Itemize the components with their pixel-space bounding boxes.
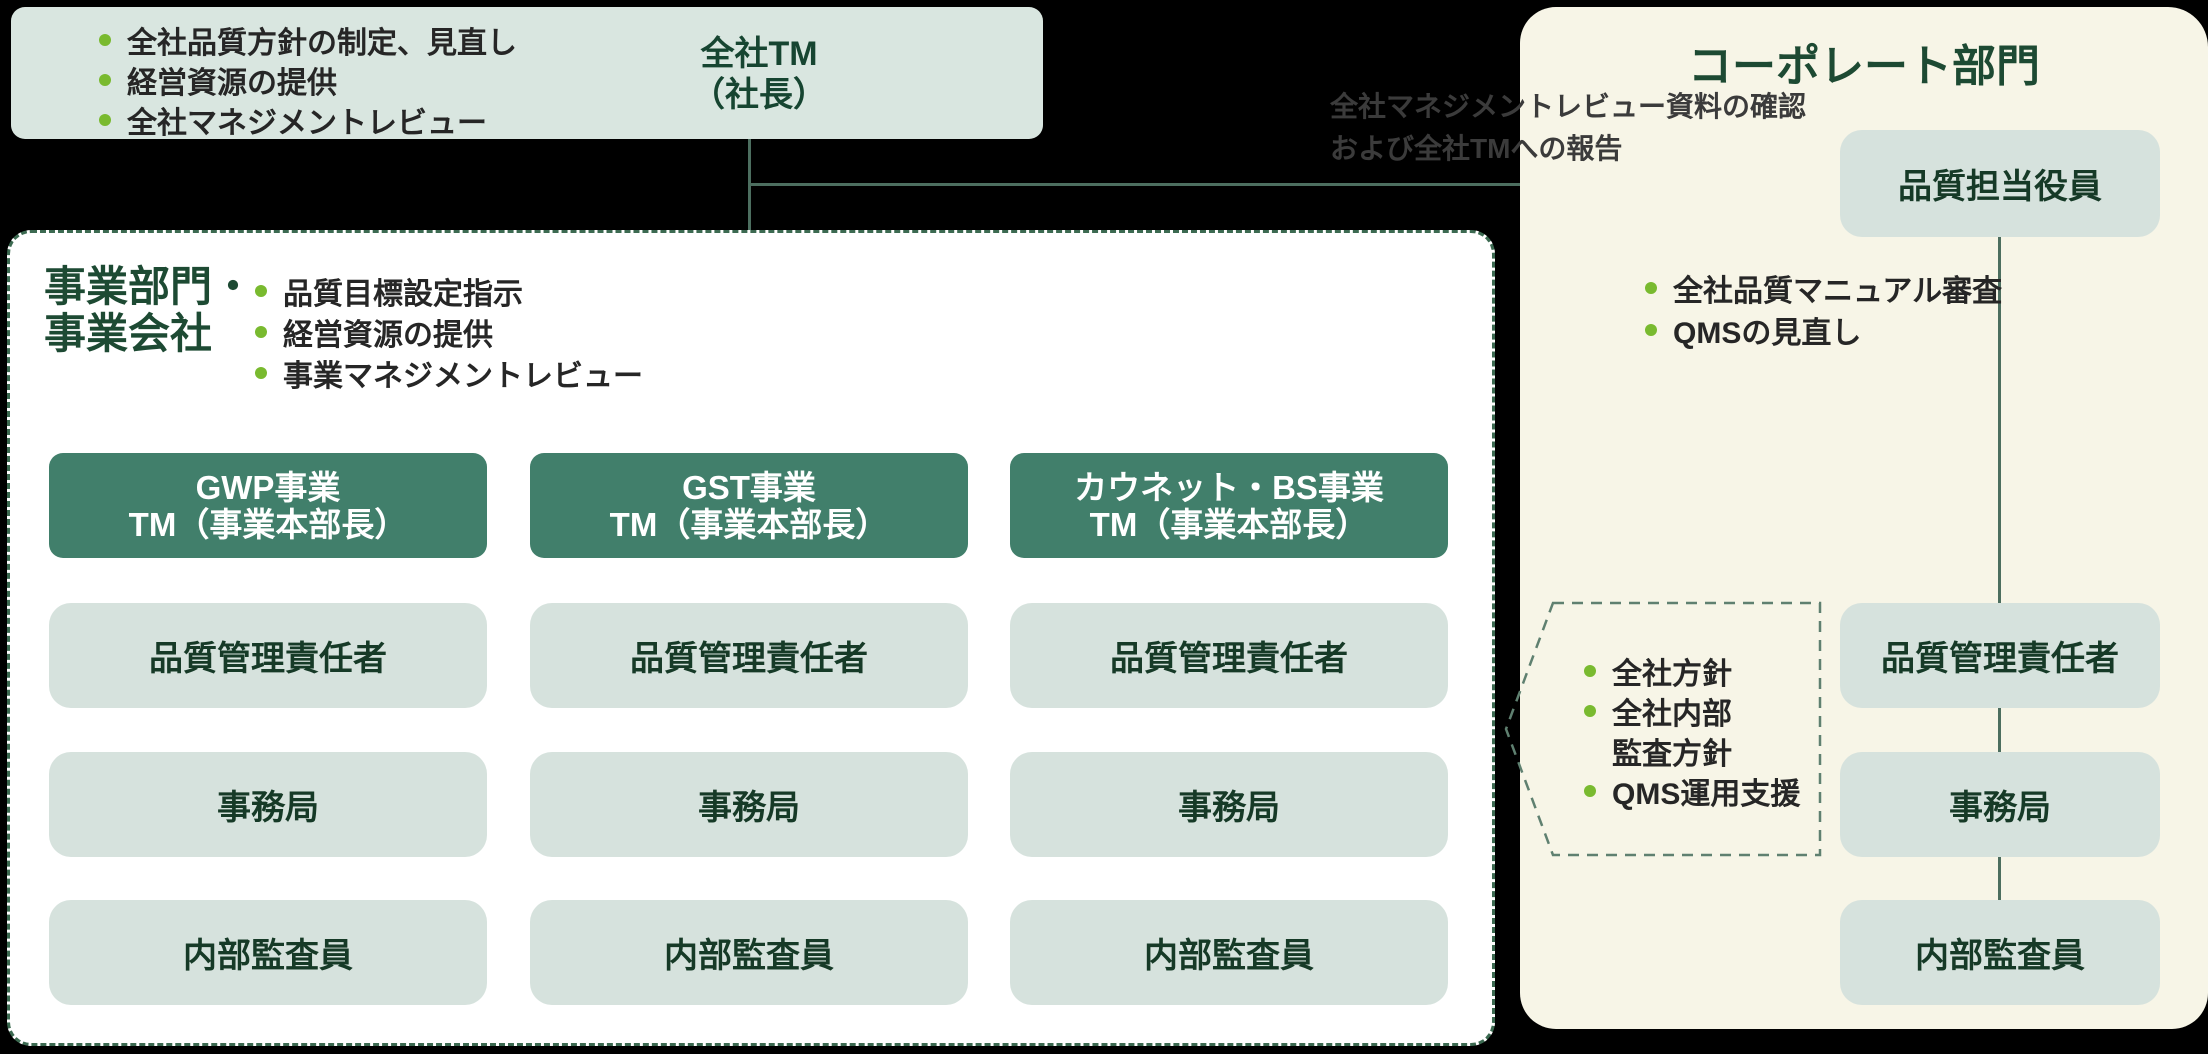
quality-officer-box: 品質担当役員 [1840, 130, 2160, 237]
bullet-icon [1584, 705, 1596, 717]
company-tm-box: 全社品質方針の制定、見直し 経営資源の提供 全社マネジメントレビュー 全社TM … [11, 7, 1043, 140]
role-box: 内部監査員 [1010, 900, 1448, 1005]
bullet-icon [99, 34, 111, 46]
connector-stub [1998, 708, 2001, 752]
business-title-line1: 事業部門・ [44, 263, 255, 310]
bullet-icon [1584, 785, 1596, 797]
role-label: 品質管理責任者 [149, 640, 387, 678]
tm-box-line2: TM（事業本部長） [609, 505, 889, 543]
bullet-icon [99, 74, 111, 86]
bullet-text: QMS運用支援 [1612, 778, 1801, 811]
connector-to-corporate [750, 183, 1840, 186]
report-note-line1: 全社マネジメントレビュー資料の確認 [1330, 91, 1807, 122]
tm-box-line1: GST事業 [682, 468, 816, 506]
business-bullet-list: 品質目標設定指示 経営資源の提供 事業マネジメントレビュー [255, 270, 643, 393]
tm-box-gwp: GWP事業 TM（事業本部長） [49, 453, 487, 558]
list-item: 全社品質マニュアル審査 [1645, 267, 2002, 309]
list-item: 経営資源の提供 [99, 60, 517, 100]
role-label: 事務局 [698, 789, 800, 827]
role-box: 品質管理責任者 [530, 603, 968, 708]
business-column-gwp: GWP事業 TM（事業本部長） 品質管理責任者 事務局 内部監査員 [49, 453, 487, 1005]
corporate-role-box: 事務局 [1840, 752, 2160, 857]
bullet-text: 経営資源の提供 [283, 318, 493, 352]
list-item: 監査方針 [1584, 731, 1800, 771]
bullet-text: 経営資源の提供 [127, 67, 337, 100]
bullet-text: 監査方針 [1612, 738, 1732, 771]
list-item: 全社方針 [1584, 651, 1800, 691]
role-label: 事務局 [1178, 789, 1280, 827]
bullet-text: 全社品質マニュアル審査 [1673, 275, 2003, 308]
list-item: QMS運用支援 [1584, 771, 1800, 811]
company-tm-bullet-list: 全社品質方針の制定、見直し 経営資源の提供 全社マネジメントレビュー [99, 20, 517, 140]
tm-box-gst: GST事業 TM（事業本部長） [530, 453, 968, 558]
company-tm-title-line2: （社長） [691, 76, 827, 114]
role-label: 事務局 [1949, 789, 2051, 827]
bullet-icon [255, 366, 267, 379]
quality-officer-label: 品質担当役員 [1898, 168, 2102, 206]
company-tm-title-line1: 全社TM [700, 35, 818, 73]
business-column-kaunet-bs: カウネット・BS事業 TM（事業本部長） 品質管理責任者 事務局 内部監査員 [1010, 453, 1448, 1005]
report-note-line2: および全社TMへの報告 [1330, 133, 1623, 164]
role-box: 品質管理責任者 [1010, 603, 1448, 708]
list-item: 品質目標設定指示 [255, 270, 643, 311]
role-box: 事務局 [49, 752, 487, 857]
bullet-text: 全社内部 [1612, 698, 1732, 731]
bullet-icon [1584, 665, 1596, 677]
list-item: 全社品質方針の制定、見直し [99, 20, 517, 60]
role-label: 内部監査員 [664, 937, 834, 975]
role-label: 品質管理責任者 [630, 640, 868, 678]
role-box: 事務局 [530, 752, 968, 857]
role-label: 内部監査員 [183, 937, 353, 975]
bullet-icon [255, 284, 267, 297]
role-label: 品質管理責任者 [1881, 640, 2119, 678]
bullet-text: QMSの見直し [1673, 317, 1862, 350]
list-item: 全社内部 [1584, 691, 1800, 731]
connector-corporate-vertical [1998, 237, 2001, 603]
tm-box-line1: GWP事業 [195, 468, 341, 506]
business-section-title: 事業部門・ 事業会社 [44, 263, 254, 357]
bullet-icon [1645, 282, 1657, 294]
corporate-title: コーポレート部門 [1688, 42, 2040, 91]
list-item: 経営資源の提供 [255, 311, 643, 352]
bullet-icon [99, 114, 111, 126]
list-item: 事業マネジメントレビュー [255, 352, 643, 393]
bullet-text: 品質目標設定指示 [283, 277, 523, 311]
role-box: 内部監査員 [49, 900, 487, 1005]
bullet-text: 全社品質方針の制定、見直し [127, 27, 517, 60]
list-item: 全社マネジメントレビュー [99, 100, 517, 140]
business-column-gst: GST事業 TM（事業本部長） 品質管理責任者 事務局 内部監査員 [530, 453, 968, 1005]
bullet-text: 全社方針 [1612, 658, 1732, 691]
role-box: 内部監査員 [530, 900, 968, 1005]
list-item: QMSの見直し [1645, 309, 2002, 351]
bullet-icon [1645, 324, 1657, 336]
role-box: 事務局 [1010, 752, 1448, 857]
company-tm-title: 全社TM （社長） [609, 34, 909, 116]
role-box: 品質管理責任者 [49, 603, 487, 708]
tm-box-line2: TM（事業本部長） [128, 505, 408, 543]
role-label: 事務局 [217, 789, 319, 827]
corporate-role-box: 内部監査員 [1840, 900, 2160, 1005]
tm-box-line2: TM（事業本部長） [1089, 505, 1369, 543]
connector-stub [1998, 857, 2001, 900]
role-label: 内部監査員 [1144, 937, 1314, 975]
tm-box-kaunet-bs: カウネット・BS事業 TM（事業本部長） [1010, 453, 1448, 558]
bullet-text: 事業マネジメントレビュー [283, 359, 643, 393]
corporate-bullet-list: 全社品質マニュアル審査 QMSの見直し [1645, 267, 2002, 351]
bullet-icon [255, 325, 267, 338]
bullet-text: 全社マネジメントレビュー [127, 107, 487, 140]
report-note: 全社マネジメントレビュー資料の確認 および全社TMへの報告 [1330, 86, 1806, 170]
corporate-role-box: 品質管理責任者 [1840, 603, 2160, 708]
callout-bullet-list: 全社方針 全社内部 監査方針 QMS運用支援 [1584, 651, 1800, 811]
tm-box-line1: カウネット・BS事業 [1074, 468, 1384, 506]
role-label: 内部監査員 [1915, 937, 2085, 975]
role-label: 品質管理責任者 [1110, 640, 1348, 678]
business-title-line2: 事業会社 [44, 310, 213, 357]
